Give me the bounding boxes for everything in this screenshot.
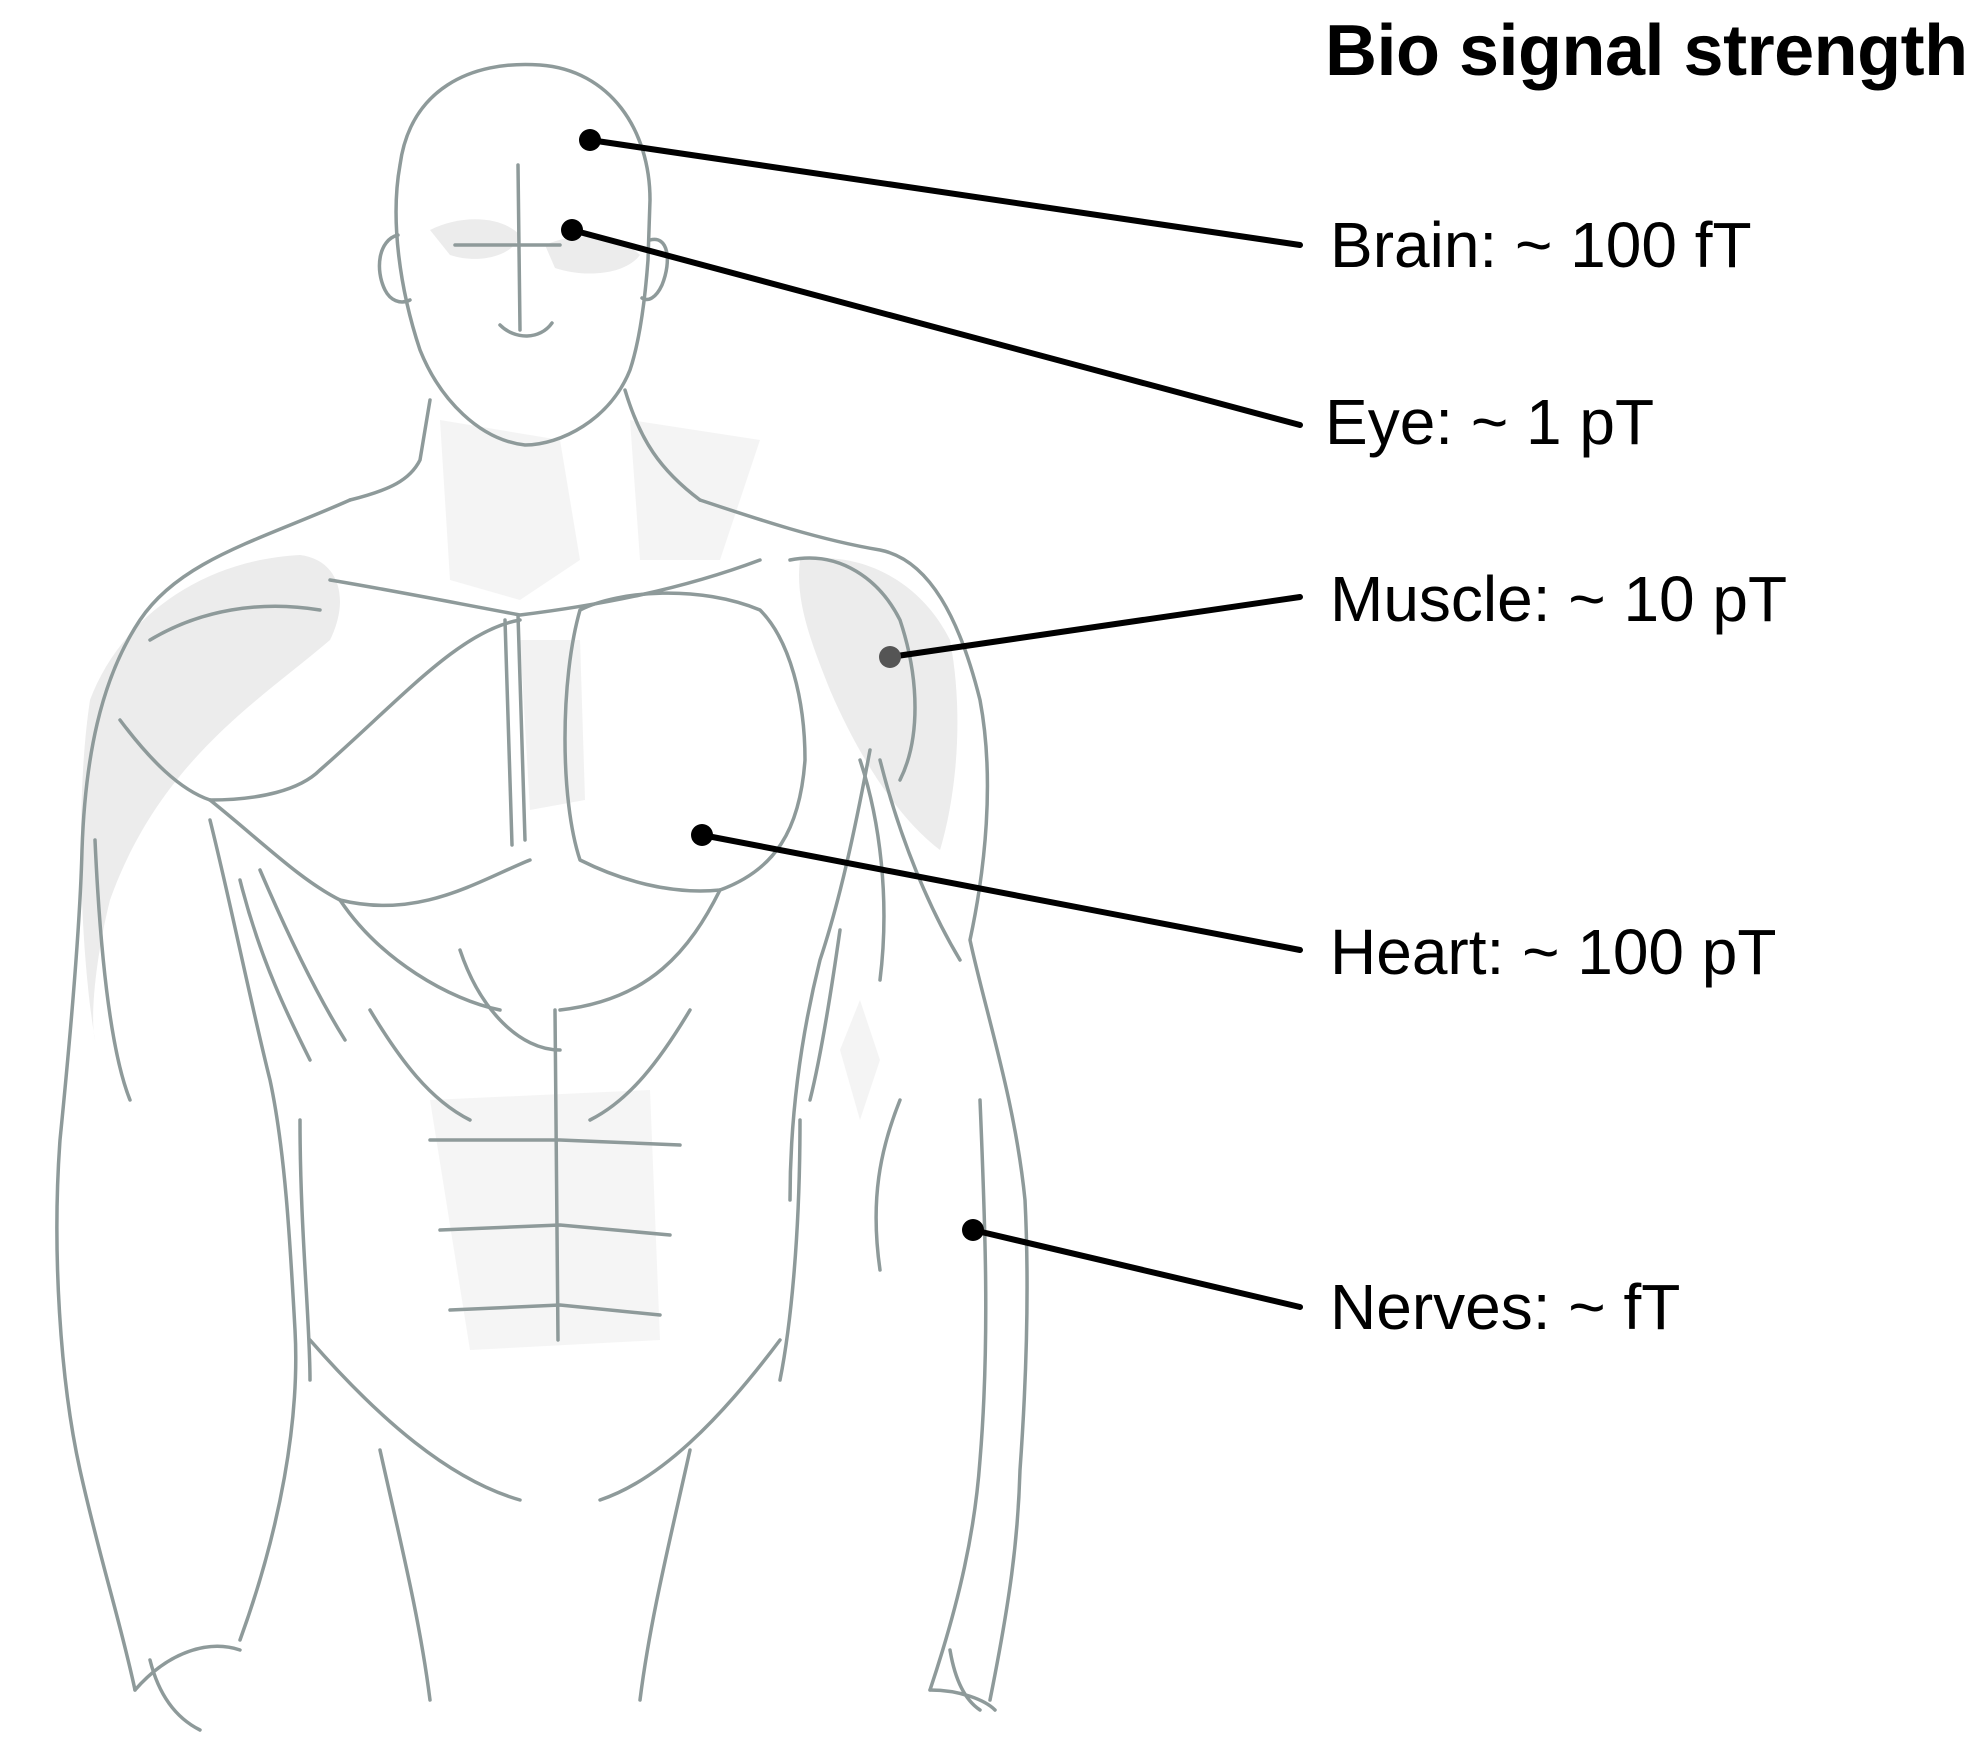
nerves-label: Nerves: ~ fT bbox=[1330, 1270, 1680, 1344]
brain-dot bbox=[579, 129, 601, 151]
brain-label: Brain: ~ 100 fT bbox=[1330, 208, 1752, 282]
heart-leader-line bbox=[702, 835, 1300, 950]
muscle-label: Muscle: ~ 10 pT bbox=[1330, 562, 1787, 636]
eye-leader-line bbox=[572, 230, 1300, 425]
heart-dot bbox=[691, 824, 713, 846]
brain-leader-line bbox=[590, 140, 1300, 245]
eye-label: Eye: ~ 1 pT bbox=[1325, 385, 1654, 459]
nerves-leader-line bbox=[973, 1230, 1300, 1307]
heart-label: Heart: ~ 100 pT bbox=[1330, 915, 1776, 989]
diagram-title: Bio signal strength bbox=[1325, 10, 1968, 92]
muscle-shading bbox=[81, 219, 957, 1350]
muscle-dot bbox=[879, 646, 901, 668]
muscle-leader-line bbox=[890, 597, 1300, 657]
eye-dot bbox=[561, 219, 583, 241]
nerves-dot bbox=[962, 1219, 984, 1241]
